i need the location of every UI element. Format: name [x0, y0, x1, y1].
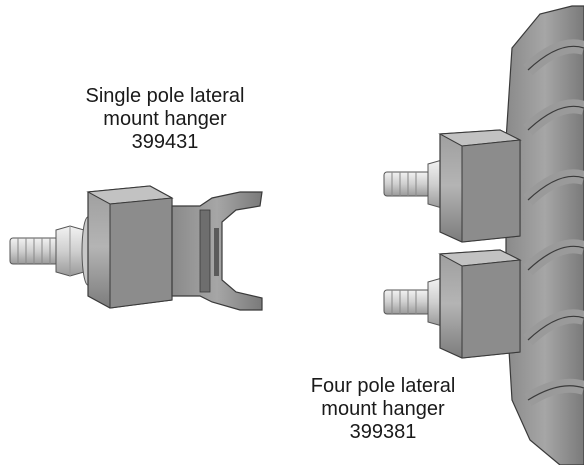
four-spine [505, 5, 584, 465]
single-block [86, 185, 174, 309]
four-rings [523, 39, 584, 407]
single-caption-line2: mount hanger [103, 108, 227, 130]
single-clamp [171, 191, 263, 311]
four-part-number: 399381 [349, 421, 417, 443]
four-caption-line1: Four pole lateral [310, 375, 456, 397]
single-bolt [9, 216, 95, 286]
single-hanger-caption: Single pole lateral mount hanger 399431 [40, 85, 290, 154]
four-hanger-caption: Four pole lateral mount hanger 399381 [258, 375, 508, 444]
four-caption-line2: mount hanger [321, 398, 445, 420]
four-pole-hanger [383, 5, 584, 465]
single-part-number: 399431 [131, 131, 199, 153]
four-lower-block [438, 249, 522, 359]
single-caption-line1: Single pole lateral [85, 85, 245, 107]
four-upper-block [438, 129, 522, 243]
single-pole-hanger [9, 185, 263, 311]
